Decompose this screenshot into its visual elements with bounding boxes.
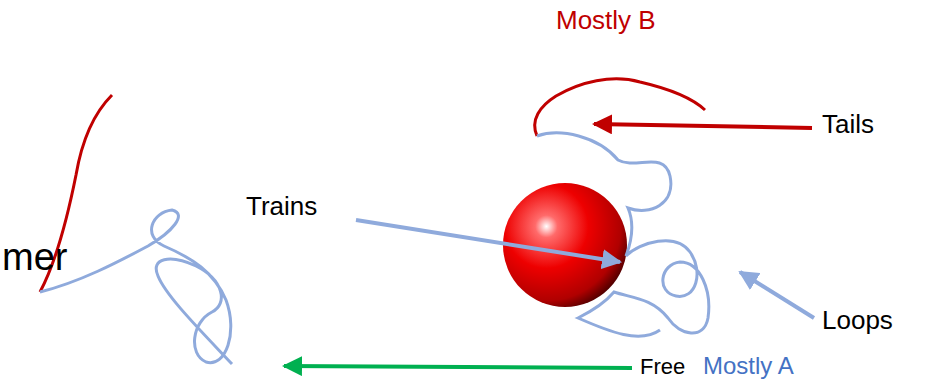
free-polymer-chain xyxy=(40,210,232,364)
composition-label: Mostly B xyxy=(556,6,656,36)
composition-label: Mostly A xyxy=(703,352,794,380)
trains-arrow xyxy=(356,220,620,262)
tails-arrow xyxy=(594,124,812,128)
part-label: Trains xyxy=(246,192,317,222)
part-label: Tails xyxy=(822,110,874,140)
part-label: Loops xyxy=(822,306,893,336)
part-label: Free xyxy=(640,354,685,379)
adsorbed-chain xyxy=(537,133,709,336)
title-fragment: mer xyxy=(2,236,67,280)
free-arrow xyxy=(284,366,632,368)
loops-arrow xyxy=(740,272,814,318)
